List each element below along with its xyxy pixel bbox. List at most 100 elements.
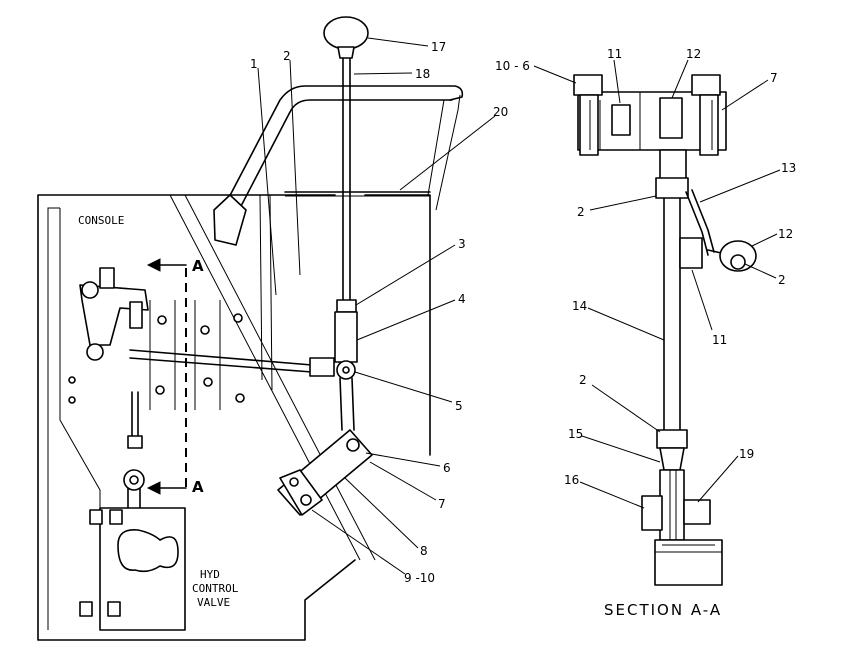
lever-knob-neck [337, 46, 355, 59]
leader-9-10 [311, 509, 406, 575]
console-bolt-7 [68, 376, 76, 384]
callout-s-19: 19 [739, 447, 754, 461]
callout-s-16: 16 [564, 473, 579, 487]
side-link [685, 189, 715, 256]
console-bolt-2 [200, 325, 210, 335]
callout-1: 1 [250, 57, 258, 71]
leader-5 [354, 371, 453, 403]
lever-pivot-center [342, 366, 350, 374]
top-nut-11 [611, 104, 631, 136]
callout-3: 3 [458, 237, 466, 251]
callout-s-13: 13 [781, 161, 796, 175]
leader-s-2-upper [589, 195, 657, 211]
leader-s-7 [721, 79, 769, 111]
console-panel-edge [427, 94, 461, 211]
rod-end [309, 357, 335, 377]
leader-s-11-top [613, 59, 621, 104]
leader-s-2-side [744, 263, 777, 279]
leader-s-13 [699, 169, 781, 203]
console-bolt-5 [203, 377, 213, 387]
leader-2 [289, 59, 301, 276]
leader-20 [399, 115, 496, 191]
section-marker-bottom: A [192, 478, 204, 496]
callout-s-11-top: 11 [607, 47, 622, 61]
section-view: 10 - 6 11 12 7 13 2 12 2 14 11 2 15 16 1… [495, 47, 796, 619]
top-bolt-left-head [573, 74, 603, 96]
callout-s-12-top: 12 [686, 47, 701, 61]
leader-s-14 [587, 307, 665, 341]
callout-s-2-lower: 2 [579, 373, 587, 387]
hyd-valve-bolt-4 [107, 601, 121, 617]
main-view: CONSOLE HYD CONTROL VALVE A A 17 18 1 2 … [37, 16, 508, 641]
lower-rod-end [659, 447, 685, 471]
section-marker-top: A [192, 257, 204, 275]
lower-nut-19 [683, 499, 711, 525]
valve-lever-top-block [99, 267, 115, 289]
callout-9-10: 9 -10 [404, 571, 435, 585]
lever-sleeve [334, 311, 358, 363]
callout-s-2-upper: 2 [577, 205, 585, 219]
console-bolt-6 [235, 393, 245, 403]
callout-s-15: 15 [568, 427, 583, 441]
console-bolt-8 [68, 396, 76, 404]
leader-18 [353, 72, 413, 75]
guard-rail [224, 85, 464, 206]
hyd-valve-cutout [117, 528, 179, 573]
lever-knob [323, 16, 369, 50]
valve-spool-top [655, 544, 722, 553]
leader-6 [365, 452, 441, 467]
hyd-label-line-2: CONTROL [192, 582, 239, 595]
lower-clevis-block [659, 469, 685, 541]
callout-17: 17 [431, 40, 446, 54]
callout-6: 6 [443, 461, 451, 475]
hyd-label-line-3: VALVE [197, 596, 230, 609]
leader-17 [367, 37, 429, 47]
callout-20: 20 [493, 105, 508, 119]
callout-s-11-side: 11 [712, 333, 727, 347]
valve-stem-lower [127, 487, 141, 509]
callout-2: 2 [283, 49, 291, 63]
console-slant [169, 194, 376, 561]
upper-clevis [659, 149, 687, 181]
console-bolt-3 [233, 313, 243, 323]
bracket-bolt-1 [289, 477, 299, 487]
callout-s-7: 7 [770, 71, 778, 85]
hyd-valve-bolt-1 [89, 509, 103, 525]
callout-s-2-side: 2 [778, 273, 786, 287]
linkage-rod [129, 349, 313, 373]
top-block-hatch [589, 92, 713, 150]
console-inner-wall [47, 207, 101, 630]
leader-s-12-side [751, 233, 778, 247]
top-pivot-12 [659, 97, 683, 139]
valve-stem-nut [127, 435, 143, 449]
valve-lever-pivot-upper [81, 281, 99, 299]
top-bolt-right-head [691, 74, 721, 96]
upper-rod-end [655, 177, 689, 199]
clamp-bolt [346, 438, 360, 452]
hyd-label-line-1: HYD [200, 568, 220, 581]
leader-3 [355, 244, 456, 306]
callout-18: 18 [415, 67, 430, 81]
leader-s-16 [579, 481, 645, 509]
lower-rod-collar [656, 429, 688, 449]
leader-1 [257, 67, 277, 296]
lower-hatch [669, 470, 677, 540]
leader-s-11-side [691, 269, 713, 331]
leader-s-12-top [671, 59, 689, 99]
callout-s-12-side: 12 [778, 227, 793, 241]
leader-4 [356, 299, 456, 341]
guard-pad [213, 194, 247, 246]
console-label: CONSOLE [78, 214, 124, 227]
console-hatch [149, 300, 221, 410]
callout-4: 4 [458, 292, 466, 306]
bracket-bolt-2 [300, 494, 312, 506]
lever-lower-arm [339, 377, 355, 431]
leader-7 [369, 461, 437, 501]
valve-stem [131, 391, 139, 441]
section-arrowhead-top [146, 258, 161, 272]
valve-spool-base [654, 539, 723, 586]
callout-s-10-6: 10 - 6 [495, 59, 530, 73]
leader-8 [344, 477, 419, 549]
hyd-valve-bolt-3 [79, 601, 93, 617]
